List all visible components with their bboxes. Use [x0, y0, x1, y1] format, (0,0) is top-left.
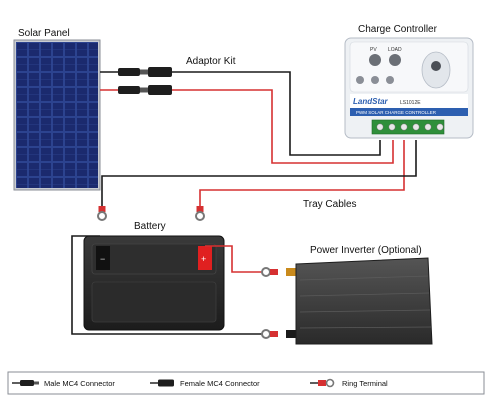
ring-terminal-battery-pos — [195, 206, 205, 221]
adaptor-wires — [100, 71, 394, 164]
female-mc4-icon — [150, 379, 174, 387]
positive-terminal-icon — [198, 246, 212, 270]
legend-male-label: Male MC4 Connector — [44, 379, 115, 388]
terminal-screw-icon — [436, 123, 444, 131]
terminal-screw-icon — [388, 123, 396, 131]
ring-terminal-icon — [310, 378, 335, 388]
load-indicator-icon — [389, 54, 401, 66]
inverter-positive-post-icon — [286, 268, 296, 276]
mc4-connector-pair-top — [118, 67, 172, 77]
charge-controller: PV LOAD LandStar LS1012E PWM SOLAR CHARG… — [344, 37, 474, 139]
terminal-screw-icon — [400, 123, 408, 131]
inverter-wires — [71, 235, 262, 335]
solar-panel-label: Solar Panel — [18, 28, 70, 39]
ring-terminal-inverter-neg — [261, 329, 278, 339]
legend-ring-label: Ring Terminal — [342, 379, 388, 388]
battery: − + — [83, 235, 225, 331]
terminal-screw-icon — [424, 123, 432, 131]
controller-subtitle: PWM SOLAR CHARGE CONTROLLER — [356, 110, 437, 115]
power-inverter-label: Power Inverter (Optional) — [310, 245, 422, 256]
adaptor-kit-label: Adaptor Kit — [186, 56, 236, 67]
terminal-screw-icon — [412, 123, 420, 131]
status-led-icon — [386, 76, 394, 84]
charge-controller-label: Charge Controller — [358, 24, 438, 35]
pv-indicator-icon — [369, 54, 381, 66]
legend-female-label: Female MC4 Connector — [180, 379, 260, 388]
ring-terminal-inverter-pos — [261, 267, 278, 277]
pv-label: PV — [370, 47, 377, 53]
plus-sign-icon: + — [201, 254, 206, 264]
controller-brand: LandStar — [353, 97, 389, 106]
knob-icon — [431, 61, 441, 71]
ring-terminal-battery-neg — [97, 206, 107, 221]
status-led-icon — [356, 76, 364, 84]
inverter-negative-post-icon — [286, 330, 296, 338]
tray-cables — [101, 140, 417, 212]
battery-label: Battery — [134, 221, 166, 232]
controller-model: LS1012E — [400, 100, 421, 106]
tray-cables-label: Tray Cables — [303, 199, 357, 210]
power-inverter — [286, 257, 433, 345]
male-mc4-icon — [12, 380, 39, 386]
negative-terminal-icon — [96, 246, 110, 270]
legend: Male MC4 Connector Female MC4 Connector … — [7, 371, 485, 395]
minus-sign-icon: − — [100, 254, 105, 264]
mc4-connector-pair-bottom — [118, 85, 172, 95]
status-led-icon — [371, 76, 379, 84]
load-label: LOAD — [388, 47, 402, 53]
terminal-screw-icon — [376, 123, 384, 131]
solar-panel — [13, 39, 101, 191]
